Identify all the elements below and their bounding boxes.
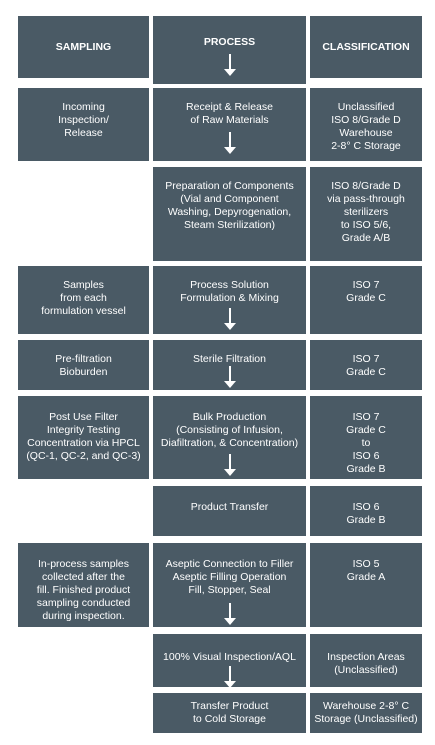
process-step-7: Aseptic Connection to Filler Aseptic Fil… — [153, 543, 306, 627]
process-text-1: Receipt & Release of Raw Materials — [186, 101, 273, 126]
process-step-4: Sterile Filtration — [153, 340, 306, 390]
process-step-2: Preparation of Components (Vial and Comp… — [153, 167, 306, 261]
down-arrow-icon — [223, 308, 236, 330]
classification-text-3: ISO 7 Grade C — [346, 279, 386, 304]
process-text-4: Sterile Filtration — [193, 353, 266, 365]
sampling-text-3: Samples from each formulation vessel — [41, 279, 126, 317]
classification-text-5: ISO 7 Grade C to ISO 6 Grade B — [346, 411, 386, 475]
classification-text-9: Warehouse 2-8° C Storage (Unclassified) — [314, 700, 418, 725]
sampling-text-4: Pre-filtration Bioburden — [55, 353, 112, 378]
down-arrow-icon — [223, 454, 236, 476]
down-arrow-icon — [223, 366, 236, 388]
classification-cell-3: ISO 7 Grade C — [310, 266, 422, 334]
classification-cell-2: ISO 8/Grade D via pass-through sterilize… — [310, 167, 422, 261]
sampling-cell-1: Incoming Inspection/ Release — [18, 88, 149, 161]
classification-cell-5: ISO 7 Grade C to ISO 6 Grade B — [310, 396, 422, 479]
down-arrow-icon — [223, 603, 236, 625]
classification-cell-6: ISO 6 Grade B — [310, 486, 422, 536]
classification-cell-4: ISO 7 Grade C — [310, 340, 422, 390]
sampling-text-5: Post Use Filter Integrity Testing Concen… — [26, 411, 141, 462]
sampling-cell-7: In-process samples collected after the f… — [18, 543, 149, 627]
process-step-3: Process Solution Formulation & Mixing — [153, 266, 306, 334]
classification-text-6: ISO 6 Grade B — [346, 501, 386, 526]
down-arrow-icon — [223, 666, 236, 688]
header-process-label: PROCESS — [203, 36, 256, 48]
process-text-5: Bulk Production (Consisting of Infusion,… — [160, 411, 299, 449]
process-step-1: Receipt & Release of Raw Materials — [153, 88, 306, 161]
sampling-text-1: Incoming Inspection/ Release — [58, 101, 109, 139]
sampling-text-7: In-process samples collected after the f… — [36, 558, 131, 622]
process-text-9: Transfer Product to Cold Storage — [190, 700, 269, 725]
process-step-8: 100% Visual Inspection/AQL — [153, 634, 306, 688]
classification-text-7: ISO 5 Grade A — [346, 558, 386, 583]
down-arrow-icon — [223, 132, 236, 154]
classification-cell-7: ISO 5 Grade A — [310, 543, 422, 627]
process-step-6: Product Transfer — [153, 486, 306, 536]
classification-cell-9: Warehouse 2-8° C Storage (Unclassified) — [310, 693, 422, 733]
header-sampling: SAMPLING — [18, 16, 149, 78]
down-arrow-icon — [223, 54, 236, 76]
classification-cell-1: Unclassified ISO 8/Grade D Warehouse 2-8… — [310, 88, 422, 161]
process-step-5: Bulk Production (Consisting of Infusion,… — [153, 396, 306, 479]
process-step-9: Transfer Product to Cold Storage — [153, 693, 306, 733]
header-sampling-label: SAMPLING — [55, 40, 112, 53]
sampling-cell-5: Post Use Filter Integrity Testing Concen… — [18, 396, 149, 479]
process-text-2: Preparation of Components (Vial and Comp… — [165, 180, 294, 231]
classification-text-1: Unclassified ISO 8/Grade D Warehouse 2-8… — [331, 101, 401, 152]
process-text-8: 100% Visual Inspection/AQL — [163, 651, 296, 663]
header-classification: CLASSIFICATION — [310, 16, 422, 78]
process-text-6: Product Transfer — [190, 501, 269, 513]
process-text-7: Aseptic Connection to Filler Aseptic Fil… — [165, 558, 294, 596]
classification-text-4: ISO 7 Grade C — [346, 353, 386, 378]
sampling-cell-4: Pre-filtration Bioburden — [18, 340, 149, 390]
classification-text-8: Inspection Areas (Unclassified) — [327, 651, 405, 676]
process-text-3: Process Solution Formulation & Mixing — [180, 279, 279, 304]
header-classification-label: CLASSIFICATION — [322, 40, 410, 53]
sampling-cell-3: Samples from each formulation vessel — [18, 266, 149, 334]
header-process: PROCESS — [153, 16, 306, 84]
classification-cell-8: Inspection Areas (Unclassified) — [310, 634, 422, 687]
classification-text-2: ISO 8/Grade D via pass-through sterilize… — [327, 180, 405, 244]
